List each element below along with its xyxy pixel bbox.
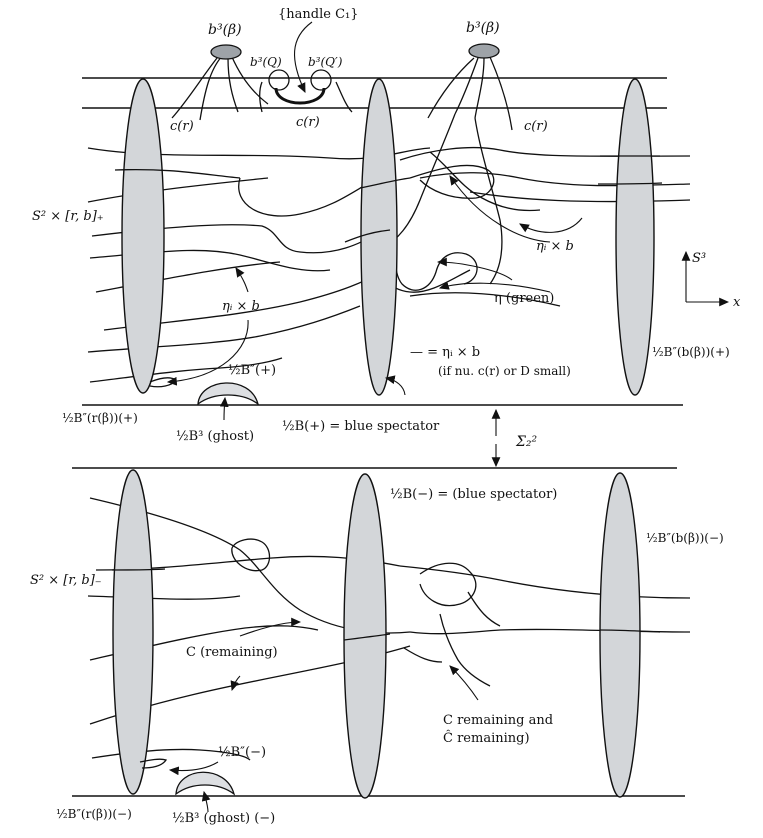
- label-c-r-2: c(r): [296, 115, 320, 130]
- label-c-r-1: c(r): [170, 119, 194, 134]
- label-s2-plus: S² × [r, b]₊: [32, 209, 104, 224]
- label-eta-b-top: ηᵢ × b: [536, 239, 574, 254]
- label-eta-b-left: ηᵢ × b: [222, 299, 260, 314]
- disk-bottom-left: [112, 469, 154, 795]
- label-axis-x: x: [733, 295, 741, 310]
- top-arrows: [166, 21, 583, 421]
- b3-beta-right-cap: [427, 43, 513, 131]
- label-left-plus: ½B″(r(β))(+): [62, 411, 138, 425]
- disk-top-middle: [360, 78, 398, 396]
- disk-bottom-right: [599, 472, 641, 798]
- label-right-plus: ½B″(b(β))(+): [652, 345, 730, 359]
- label-s2-minus: S² × [r, b]₋: [30, 573, 102, 588]
- label-b3-beta-right: b³(β): [466, 20, 500, 36]
- label-eta-b-dash: — = ηᵢ × b: [410, 345, 480, 360]
- bottom-front-strands: [111, 568, 661, 769]
- labels: {handle C₁} b³(β) b³(β) b³(Q) b³(Q′) c(r…: [30, 7, 741, 826]
- top-front-strands: [114, 155, 663, 388]
- label-ghost-top: ½B³ (ghost): [176, 429, 254, 444]
- label-right-minus: ½B″(b(β))(−): [646, 531, 724, 545]
- b3-beta-left-cap: [171, 44, 269, 121]
- label-c-remaining: C (remaining): [186, 645, 278, 660]
- disk-bottom-middle: [343, 473, 387, 799]
- bottom-arrows: [168, 617, 479, 813]
- disk-top-right: [615, 78, 655, 396]
- label-c-remaining-and-1: C remaining and: [443, 713, 553, 728]
- label-ghost-bottom: ½B³ (ghost) (−): [172, 811, 275, 826]
- label-eta-b-note: (if nu. c(r) or D small): [438, 364, 571, 378]
- label-handle: {handle C₁}: [278, 7, 359, 22]
- ghost-top: [197, 382, 260, 406]
- bottom-panel: [72, 467, 691, 813]
- s3-axis-indicator: [681, 250, 730, 307]
- label-b3-q: b³(Q): [250, 55, 282, 69]
- label-sigma: Σ₂²: [515, 434, 538, 450]
- top-panel: [82, 21, 730, 468]
- label-c-r-3: c(r): [524, 119, 548, 134]
- label-eta-green: η (green): [494, 291, 554, 306]
- ghost-bottom: [175, 771, 236, 796]
- handle-c1: [259, 69, 353, 113]
- label-b-half-plus: ½B″(+): [228, 363, 276, 378]
- label-c-remaining-and-2: Ĉ remaining): [443, 729, 530, 746]
- label-left-minus: ½B″(r(β))(−): [56, 807, 132, 821]
- label-b3-beta-left: b³(β): [208, 22, 242, 38]
- label-blue-spec-plus: ½B(+) = blue spectator: [282, 419, 440, 434]
- disk-top-left: [121, 78, 165, 394]
- label-b3-q-prime: b³(Q′): [308, 55, 343, 69]
- label-axis-s3: S³: [692, 251, 706, 266]
- label-b-half-minus: ½B″(−): [218, 745, 266, 760]
- label-blue-spec-minus: ½B(−) = (blue spectator): [390, 487, 557, 502]
